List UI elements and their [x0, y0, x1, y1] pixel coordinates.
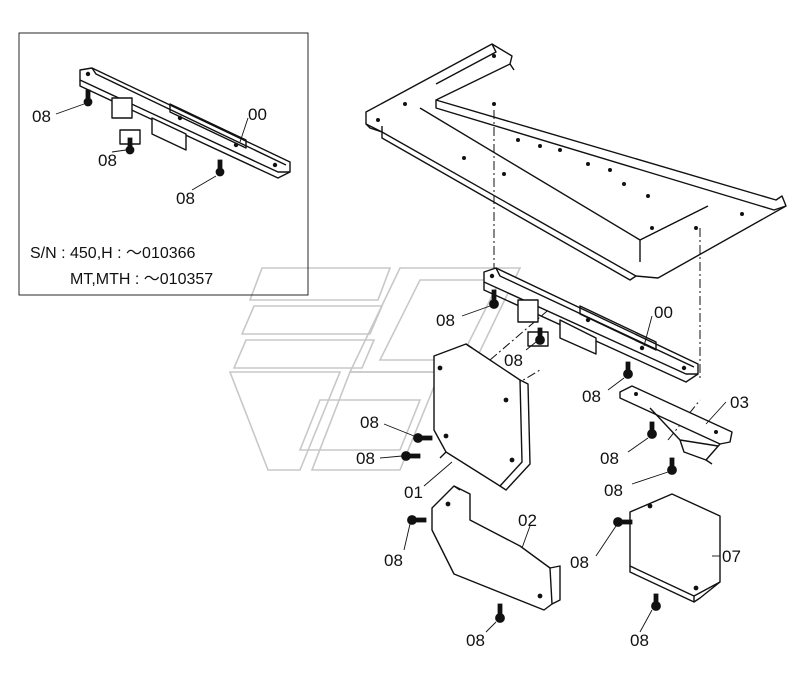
serial-number-line-2: MT,MTH : ～010357 — [70, 271, 213, 288]
inset-label-08-b: 08 — [98, 151, 117, 170]
inset-label-08-c: 08 — [176, 189, 195, 208]
label-00: 00 — [654, 303, 673, 322]
serial-number-line-1: S/N : 450,H : ～010366 — [30, 245, 196, 262]
label-08-2: 08 — [504, 351, 523, 370]
label-08-5: 08 — [356, 449, 375, 468]
label-08-3: 08 — [582, 387, 601, 406]
plate-07 — [629, 493, 721, 603]
label-08-10: 08 — [466, 631, 485, 650]
bracket-03 — [619, 385, 733, 465]
inset-bolts — [83, 89, 225, 177]
plate-01 — [433, 343, 531, 491]
label-02: 02 — [518, 511, 537, 530]
label-03: 03 — [730, 393, 749, 412]
plate-02 — [431, 485, 561, 611]
inset-label-08-a: 08 — [32, 107, 51, 126]
label-08-11: 08 — [630, 631, 649, 650]
label-01: 01 — [404, 483, 423, 502]
inset-label-00: 00 — [248, 105, 267, 124]
bolts-08 — [401, 289, 677, 623]
leader-lines — [379, 305, 727, 633]
inset-bracket-00 — [79, 67, 291, 179]
label-07: 07 — [722, 547, 741, 566]
label-08-1: 08 — [436, 311, 455, 330]
inset-leaders — [55, 103, 249, 191]
label-08-6: 08 — [600, 449, 619, 468]
part-labels: 08 08 08 00 08 08 01 08 08 03 08 02 08 0… — [356, 303, 749, 650]
label-08-7: 08 — [604, 481, 623, 500]
label-08-9: 08 — [570, 553, 589, 572]
frame-plate — [365, 43, 787, 281]
label-08-8: 08 — [384, 551, 403, 570]
inset-frame — [18, 32, 309, 296]
label-08-4: 08 — [360, 413, 379, 432]
